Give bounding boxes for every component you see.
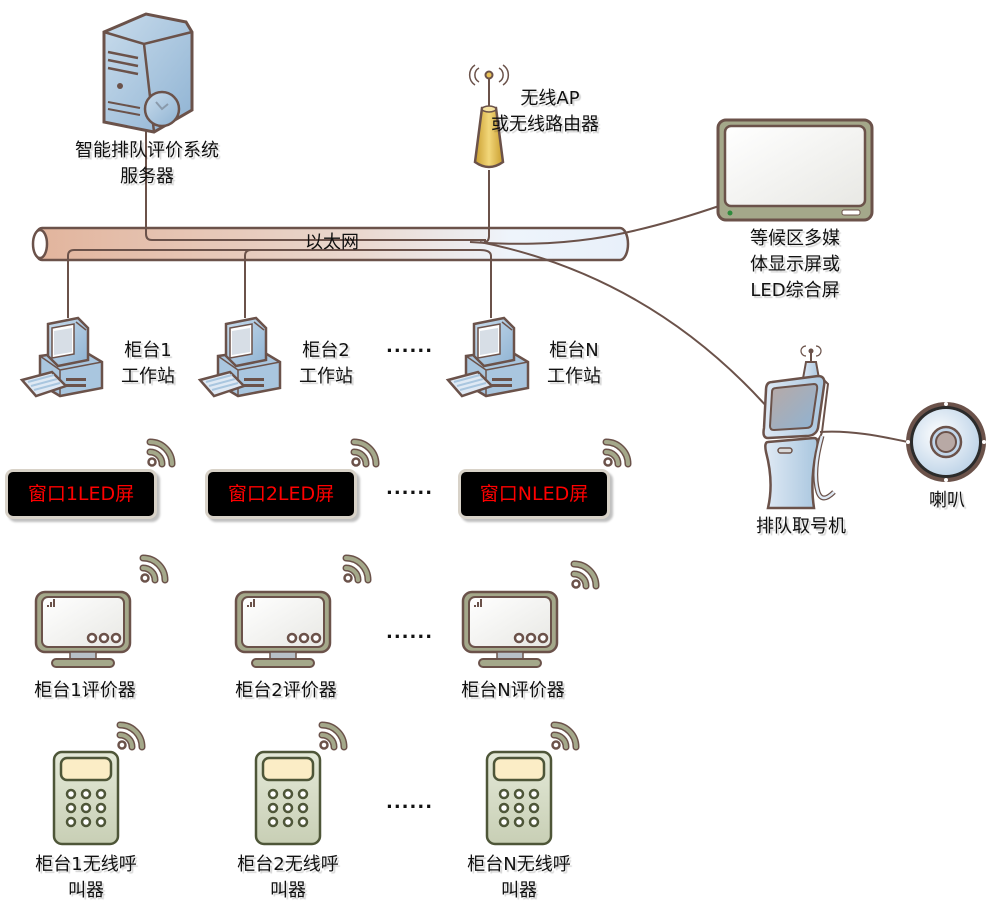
- led-screen-1: 窗口1LED屏: [5, 469, 157, 519]
- ethernet-label: 以太网: [305, 232, 359, 253]
- wifi-icon: [605, 442, 629, 466]
- evaluator-icon-N: [461, 590, 559, 669]
- speaker-label: 喇叭: [929, 490, 965, 511]
- ellipsis: ......: [386, 336, 434, 357]
- wifi-icon: [345, 558, 369, 582]
- kiosk-icon: [762, 345, 836, 510]
- evaluator-icon-2: [234, 590, 332, 669]
- wireless-ap-icon: [468, 64, 510, 169]
- pager-icon-2: [254, 750, 322, 846]
- workstation-icon-1: [20, 316, 104, 398]
- display-label: 等候区多媒 体显示屏或 LED综合屏: [750, 228, 840, 301]
- wifi-icon: [142, 558, 166, 582]
- wifi-icon: [149, 442, 173, 466]
- wifi-icon: [119, 725, 143, 749]
- workstation-icon-2: [198, 316, 282, 398]
- pager-label-2: 柜台2无线呼 叫器: [237, 854, 339, 901]
- workstation-label-2: 柜台2 工作站: [299, 340, 353, 387]
- led-screen-N: 窗口NLED屏: [458, 469, 610, 519]
- kiosk-label: 排队取号机: [756, 516, 846, 537]
- wifi-icon: [321, 725, 345, 749]
- display-link: [469, 204, 723, 245]
- speaker-link: [819, 430, 909, 443]
- pager-label-N: 柜台N无线呼 叫器: [467, 854, 571, 901]
- evaluator-icon-1: [34, 590, 132, 669]
- evaluator-label-N: 柜台N评价器: [461, 680, 565, 701]
- pager-icon-N: [485, 750, 553, 846]
- evaluator-label-1: 柜台1评价器: [34, 680, 136, 701]
- server-label: 智能排队评价系统 服务器: [75, 140, 219, 187]
- evaluator-label-2: 柜台2评价器: [235, 680, 337, 701]
- kiosk-link: [479, 241, 769, 409]
- wireless-ap-label: 无线AP 或无线路由器: [491, 88, 599, 135]
- wifi-icon: [353, 442, 377, 466]
- led-screen-2: 窗口2LED屏: [205, 469, 357, 519]
- workstation-icon-N: [446, 316, 530, 398]
- ellipsis: ......: [386, 622, 434, 643]
- ellipsis: ......: [386, 792, 434, 813]
- workstation-label-N: 柜台N 工作站: [547, 340, 601, 387]
- wifi-icon: [573, 564, 597, 588]
- workstation-label-1: 柜台1 工作站: [121, 340, 175, 387]
- wifi-icon: [553, 725, 577, 749]
- server-icon: [102, 12, 194, 134]
- pager-icon-1: [52, 750, 120, 846]
- speaker-icon: [906, 402, 986, 482]
- ellipsis: ......: [386, 478, 434, 499]
- pager-label-1: 柜台1无线呼 叫器: [35, 854, 137, 901]
- display-screen-icon: [716, 118, 874, 222]
